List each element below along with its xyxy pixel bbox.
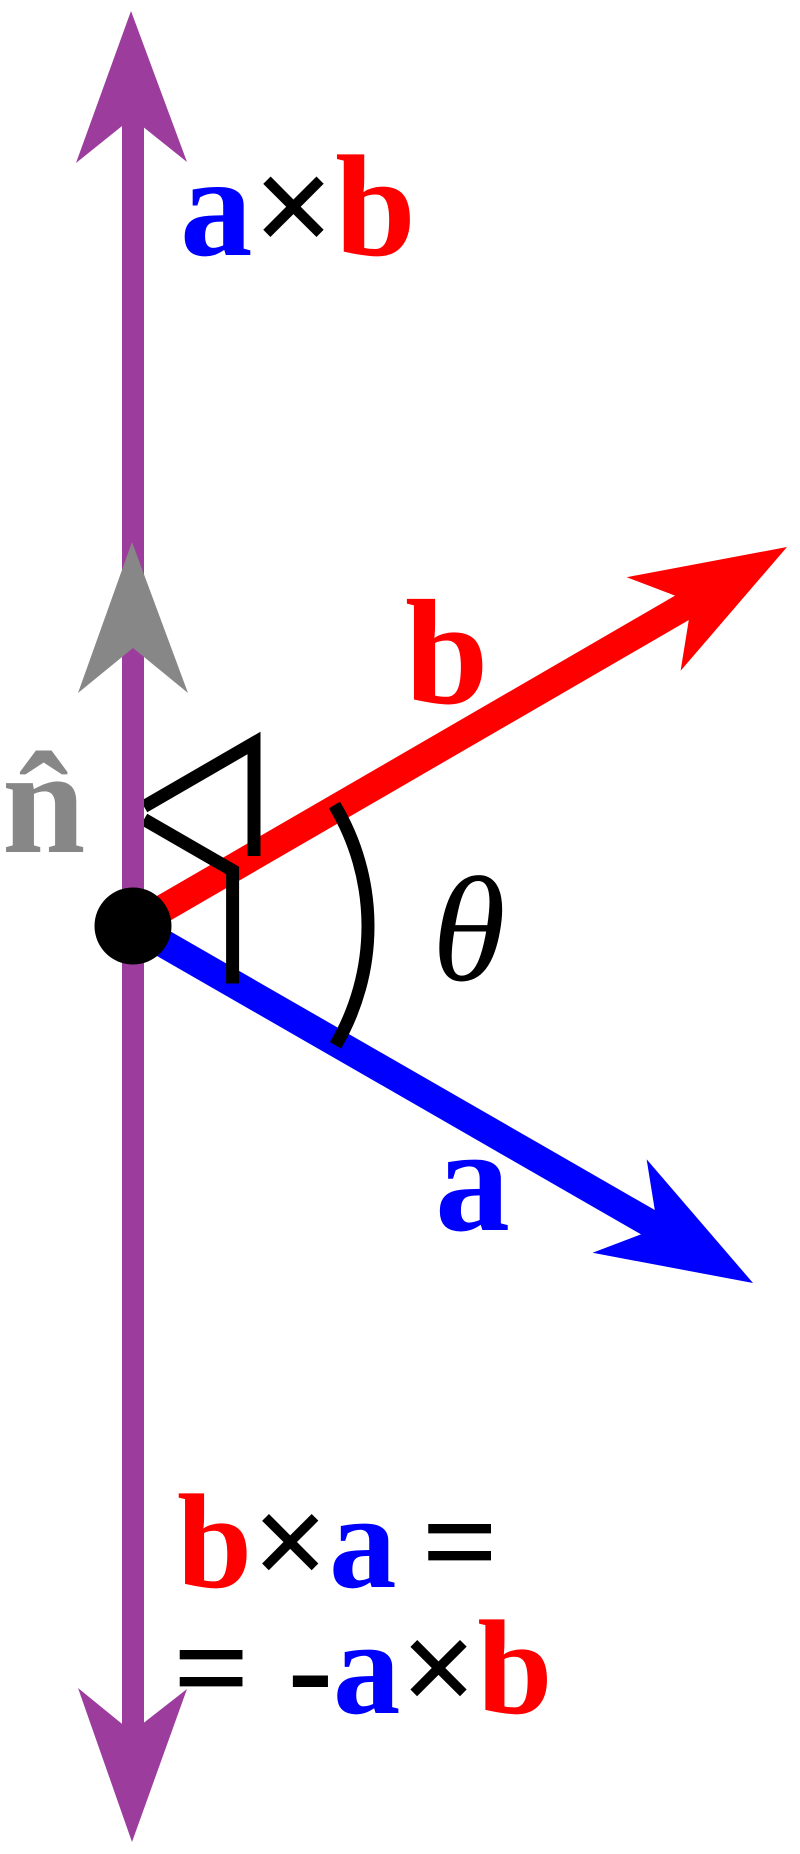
label-equals-minus-a-cross-b: =-a×b xyxy=(173,1594,552,1743)
label-b-cross-a-equals: = xyxy=(422,1468,499,1617)
label-b-cross-a: b×a= xyxy=(177,1468,498,1617)
vector-a-shaft xyxy=(126,913,665,1241)
label-b-cross-a-b: b xyxy=(177,1468,252,1617)
label-b-cross-a-a: a xyxy=(329,1468,397,1617)
label-neg-a: a xyxy=(333,1594,401,1743)
label-a-cross-b-a: a xyxy=(180,127,253,287)
label-a-cross-b-b: b xyxy=(335,127,416,287)
label-vector-b: b xyxy=(405,570,488,736)
label-neg-times: × xyxy=(400,1594,477,1743)
right-angle-marker-n-b xyxy=(140,731,261,856)
axis-arrowhead-bottom-icon xyxy=(78,1688,187,1842)
right-angle-marker-n-a xyxy=(140,813,240,984)
vector-a-arrowhead-icon xyxy=(592,1159,753,1283)
label-a-cross-b-times: × xyxy=(253,127,336,287)
label-n-hat: n̂ xyxy=(2,719,85,885)
label-vector-a: a xyxy=(435,1097,510,1263)
origin-dot xyxy=(94,887,172,965)
label-neg-minus: - xyxy=(288,1594,333,1743)
angle-arc xyxy=(328,801,375,1049)
label-a-cross-b: a×b xyxy=(180,127,416,287)
label-b-cross-a-times: × xyxy=(252,1468,329,1617)
label-neg-equals: = xyxy=(173,1594,250,1743)
label-theta: θ xyxy=(432,847,506,1013)
vector-b-arrowhead-icon xyxy=(626,547,787,671)
axis-arrowhead-top-icon xyxy=(76,11,187,163)
unit-normal-arrowhead-icon xyxy=(78,542,188,693)
label-neg-b: b xyxy=(477,1594,552,1743)
